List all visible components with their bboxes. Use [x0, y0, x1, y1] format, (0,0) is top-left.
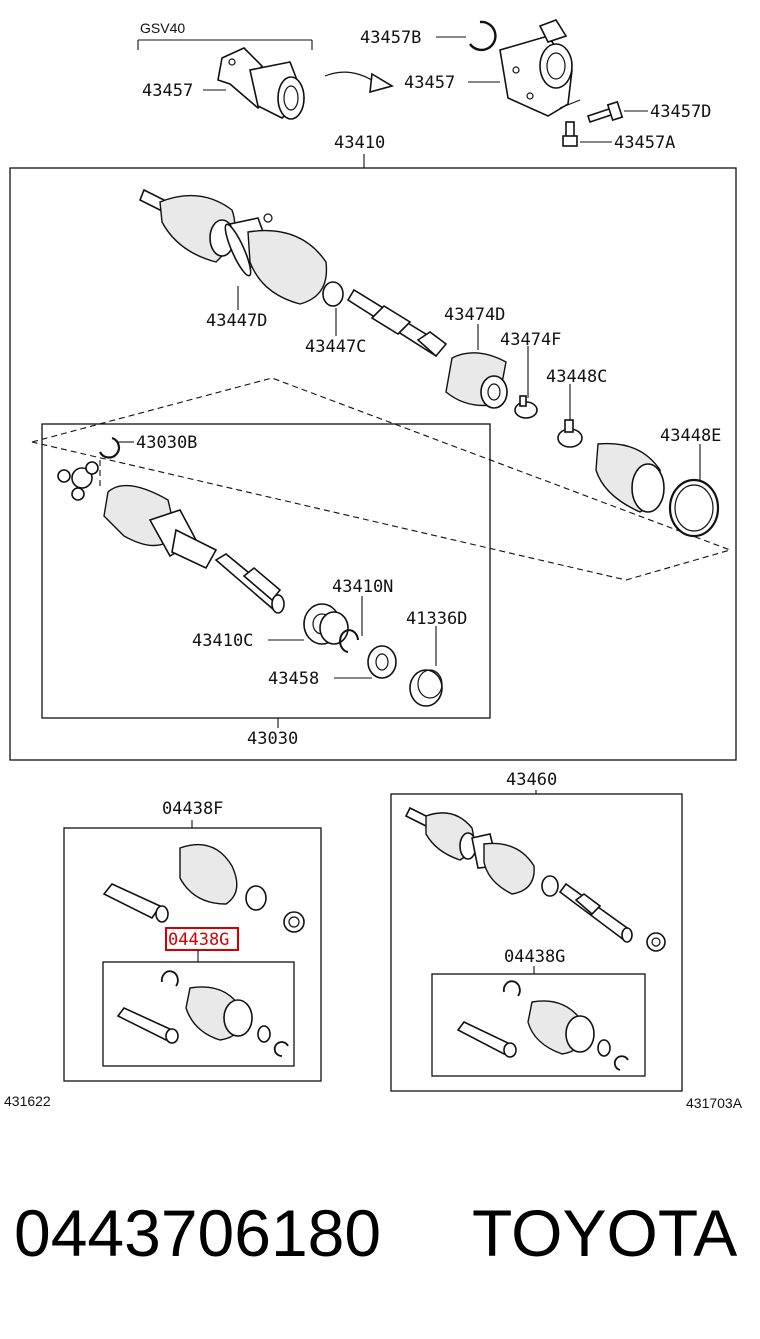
arrow-icon — [324, 71, 376, 83]
label-43410n: 43410N — [332, 577, 393, 597]
brand-name: TOYOTA — [472, 1196, 737, 1270]
label-04438f: 04438F — [162, 799, 223, 819]
snap-ring-43457b-icon — [469, 20, 497, 52]
outer-cv-joint-icon — [138, 188, 344, 307]
inner-boot-icon — [595, 442, 665, 513]
boot-kit-right-icon — [456, 980, 629, 1071]
bearing-bracket-right-icon — [499, 19, 581, 117]
drive-shaft-icon — [346, 288, 448, 358]
snap-ring-43410n-icon — [339, 629, 359, 653]
snap-ring-43030b-icon — [99, 436, 121, 459]
clamp-43474f-icon — [514, 395, 538, 419]
figure-id-right: 431703A — [686, 1095, 743, 1111]
assembly-43460-frame — [390, 793, 683, 1092]
label-43448e: 43448E — [660, 426, 721, 446]
label-43410: 43410 — [334, 133, 385, 153]
dashed-subassembly-outline — [31, 377, 732, 581]
label-43458: 43458 — [268, 669, 319, 689]
label-43474d: 43474D — [444, 305, 505, 325]
label-43457a: 43457A — [614, 133, 675, 153]
part-number: 0443706180 — [14, 1196, 381, 1270]
washer-43458-icon — [367, 645, 397, 679]
label-43448c: 43448C — [546, 367, 607, 387]
seal-41336d-icon — [409, 669, 443, 707]
boot-band-43448e-icon — [668, 478, 720, 538]
figure-id-left: 431622 — [4, 1093, 51, 1109]
assembly-43410-frame — [9, 167, 737, 761]
label-43030: 43030 — [247, 729, 298, 749]
kit-04438g-frame-right — [431, 973, 646, 1077]
label-43457-right: 43457 — [404, 73, 455, 93]
boot-kit-upper-icon — [102, 843, 305, 933]
bearing-bracket-left-icon — [217, 47, 305, 120]
boot-kit-lower-icon — [116, 970, 289, 1057]
label-04438g-right: 04438G — [504, 947, 565, 967]
variant-label: GSV40 — [140, 20, 185, 36]
inner-joint-housing-icon — [103, 484, 285, 614]
label-43457-left: 43457 — [142, 81, 193, 101]
label-43030b: 43030B — [136, 433, 197, 453]
stud-43457a-icon — [562, 121, 578, 147]
label-43460: 43460 — [506, 770, 557, 790]
gsv40-bracket-group: GSV40 43457 43457B 43457 — [137, 19, 711, 153]
label-43474f: 43474F — [500, 330, 561, 350]
assembly-43030-frame — [41, 423, 491, 719]
bolt-43457d-icon — [586, 100, 624, 124]
dynamic-damper-icon — [445, 352, 508, 409]
label-41336d: 41336D — [406, 609, 467, 629]
kit-04438f-frame — [63, 827, 322, 1082]
complete-shaft-icon — [404, 806, 666, 952]
clamp-43448c-icon — [557, 419, 583, 448]
label-04438g-highlight[interactable]: 04438G — [168, 930, 229, 950]
label-43447c: 43447C — [305, 337, 366, 357]
kit-04438g-frame-left — [102, 961, 295, 1067]
label-43447d: 43447D — [206, 311, 267, 331]
tripod-joint-icon — [57, 460, 101, 501]
label-43457b: 43457B — [360, 28, 421, 48]
label-43410c: 43410C — [192, 631, 253, 651]
highlight-box[interactable] — [165, 927, 239, 951]
label-43457d: 43457D — [650, 102, 711, 122]
